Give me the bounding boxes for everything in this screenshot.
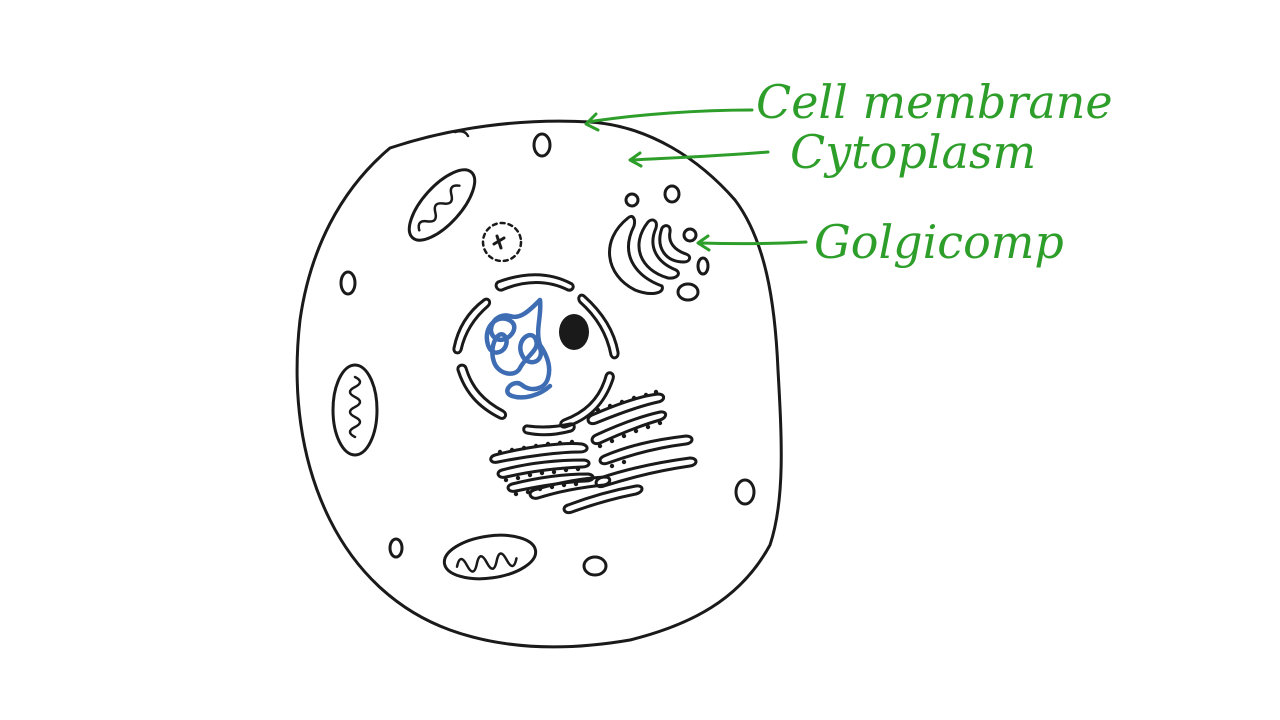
mitochondrion [331, 363, 379, 457]
vesicle [682, 227, 698, 243]
mitochondrion [407, 168, 477, 242]
vesicle [388, 537, 404, 559]
golgi-complex [608, 214, 692, 295]
nuclear-envelope [452, 273, 620, 437]
cell-membrane-arrow [586, 108, 754, 124]
golgi-label: Golgicomp [814, 215, 1064, 269]
cell-membrane-label: Cell membrane [756, 75, 1113, 129]
cytoplasm-label: Cytoplasm [790, 125, 1036, 179]
membrane-tick [453, 129, 470, 138]
nucleolus [559, 314, 589, 350]
golgi-arrow [698, 240, 808, 246]
mitochondrion [442, 533, 538, 581]
chromatin [484, 297, 553, 400]
vesicle [696, 256, 710, 276]
vesicle [532, 132, 552, 158]
centriole [492, 234, 506, 250]
vesicle [339, 270, 357, 296]
cytoplasm-arrow [630, 150, 770, 162]
vesicle [734, 478, 756, 506]
label-arrows [584, 108, 808, 252]
vesicle [624, 192, 640, 208]
vesicle [582, 555, 608, 577]
vesicle [663, 184, 681, 204]
vesicle [676, 282, 700, 302]
cell-membrane-outline [295, 119, 783, 649]
rough-er [489, 389, 698, 515]
centrosome [481, 221, 523, 263]
